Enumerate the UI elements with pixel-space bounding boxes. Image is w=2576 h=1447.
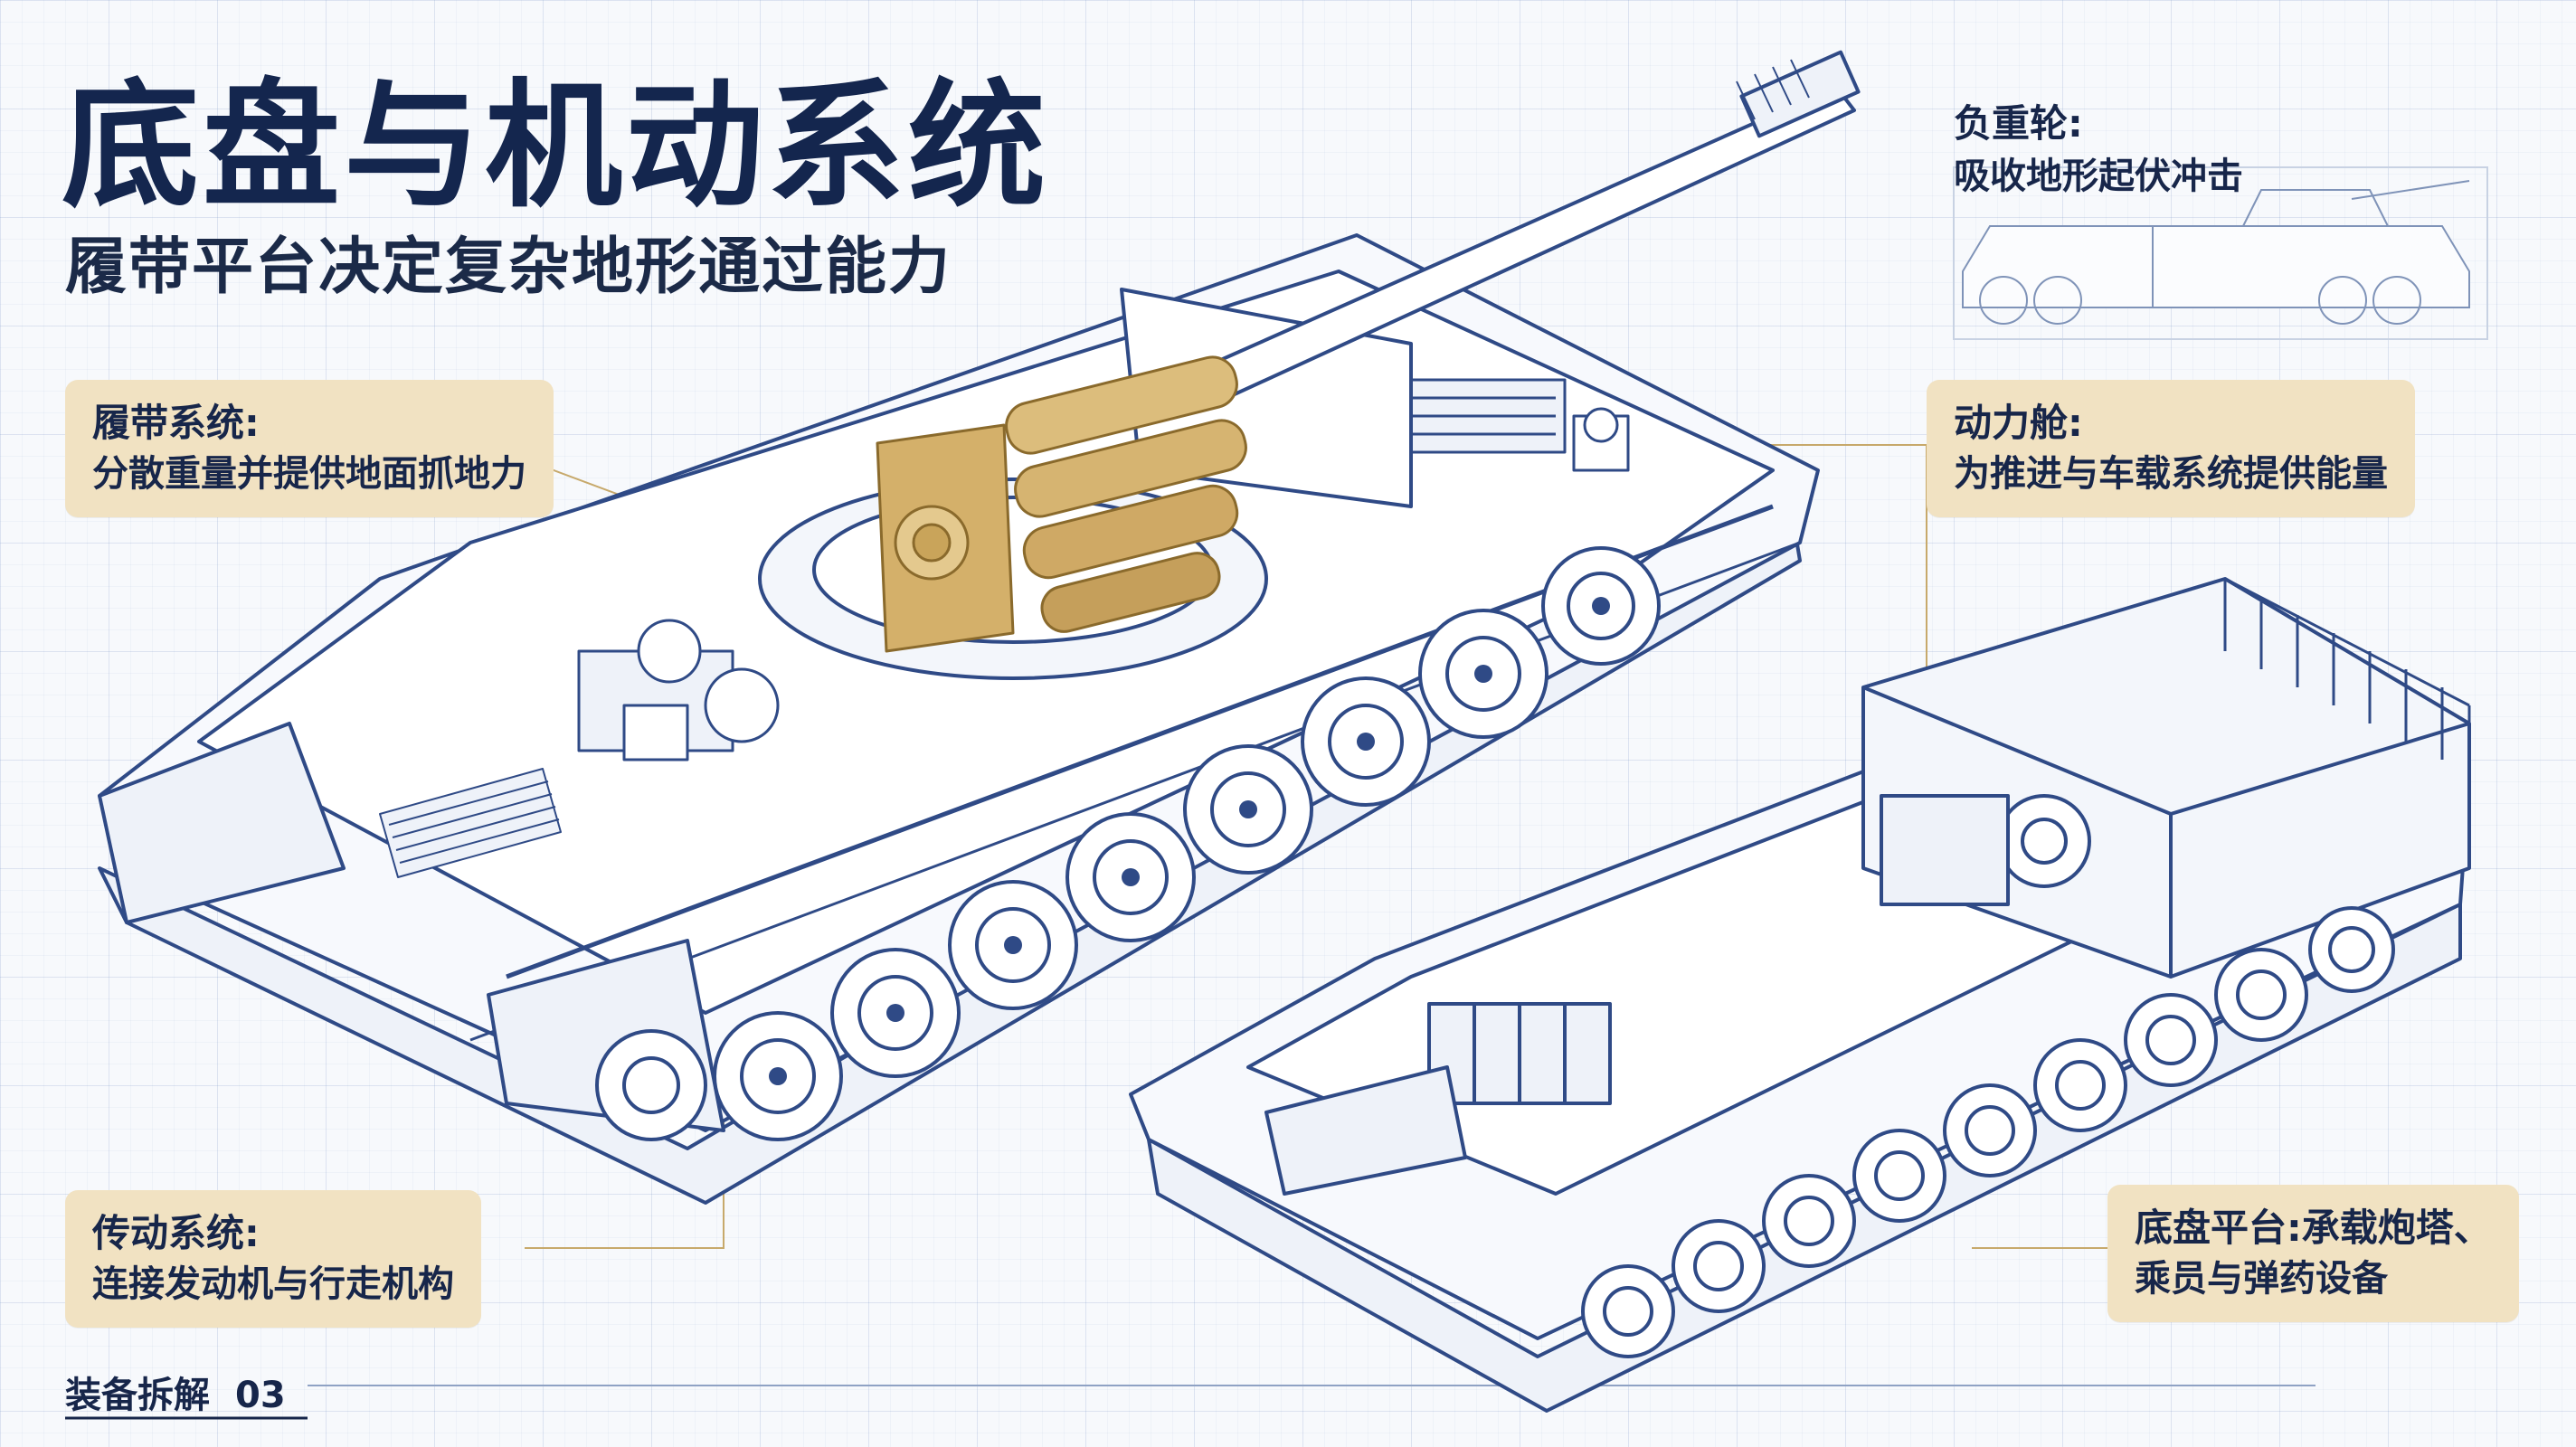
- callout-chassis-platform: 底盘平台:承载炮塔、 乘员与弹药设备: [2107, 1185, 2519, 1322]
- callout-heading: 负重轮:: [1954, 101, 2083, 146]
- callout-text: 为推进与车载系统提供能量: [1954, 453, 2388, 495]
- callout-text: 连接发动机与行走机构: [92, 1263, 454, 1305]
- callout-text: 乘员与弹药设备: [2135, 1258, 2388, 1300]
- footer-page-number: 03: [235, 1375, 286, 1416]
- callout-heading-label: 底盘平台:: [2135, 1206, 2302, 1250]
- callout-heading: 传动系统:: [92, 1211, 260, 1255]
- callout-text: 分散重量并提供地面抓地力: [92, 453, 526, 495]
- page-subtitle: 履带平台决定复杂地形通过能力: [65, 232, 952, 303]
- callout-heading-inline-text: 承载炮塔、: [2301, 1206, 2492, 1250]
- callout-road-wheel: 负重轮: 吸收地形起伏冲击: [1954, 98, 2243, 203]
- callout-heading: 履带系统:: [92, 401, 260, 445]
- footer: 装备拆解 03: [65, 1366, 311, 1418]
- callout-engine-bay: 动力舱: 为推进与车载系统提供能量: [1927, 380, 2415, 517]
- callout-track-system: 履带系统: 分散重量并提供地面抓地力: [65, 380, 554, 517]
- callout-heading: 底盘平台:承载炮塔、: [2135, 1203, 2492, 1253]
- page-title: 底盘与机动系统: [62, 66, 1049, 226]
- wheeled-vehicle-sketch: [1953, 166, 2488, 340]
- engine-highlight: [876, 355, 1247, 653]
- callout-text: 吸收地形起伏冲击: [1954, 156, 2243, 197]
- footer-section: 装备拆解: [65, 1375, 210, 1416]
- callout-heading: 动力舱:: [1954, 401, 2083, 445]
- callout-transmission: 传动系统: 连接发动机与行走机构: [65, 1190, 481, 1328]
- chassis-vehicle: [1129, 577, 2471, 1413]
